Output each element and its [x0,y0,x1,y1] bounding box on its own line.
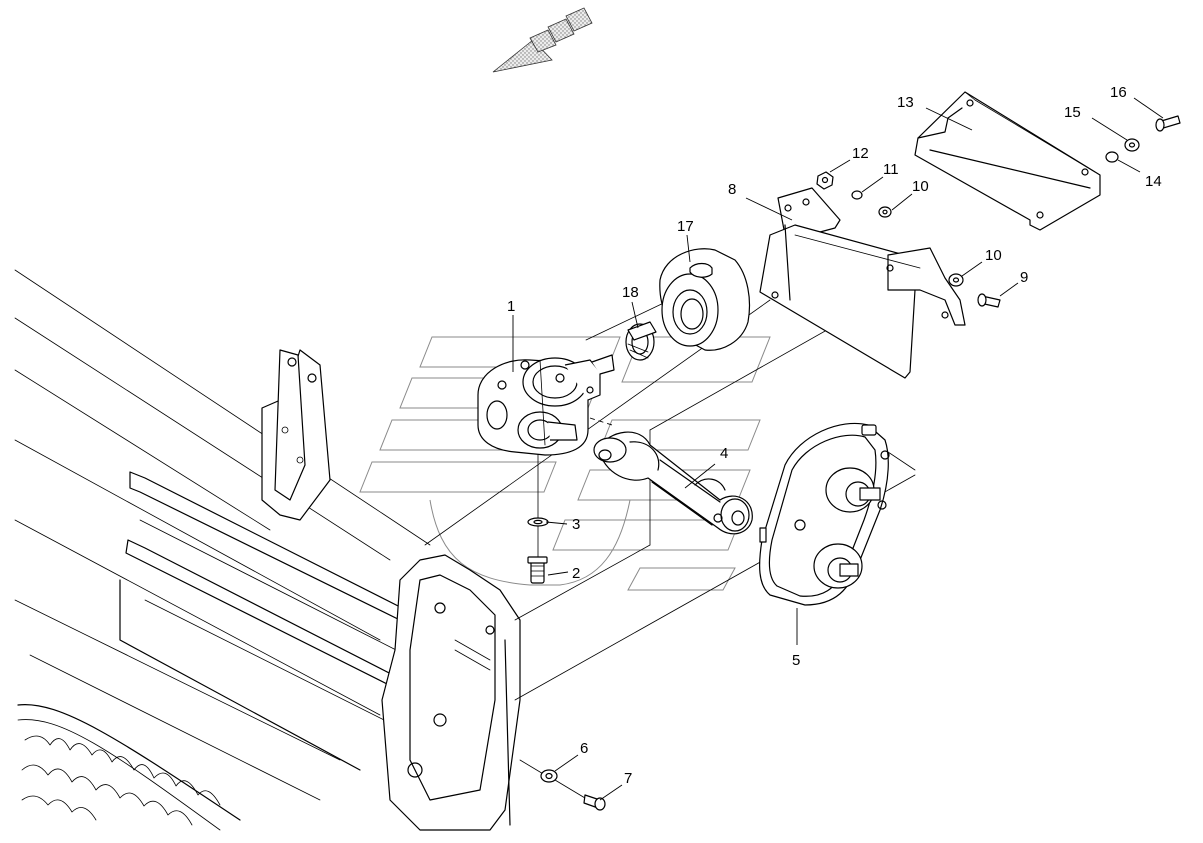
callout-2: 2 [572,565,580,582]
callout-13: 13 [897,94,914,111]
part-2-bolt [527,556,548,584]
callout-4: 4 [720,445,728,462]
machine-frame [14,269,521,831]
part-7-bolt [583,794,606,811]
part-15-washer [1124,138,1140,152]
part-12-nut [816,171,834,190]
part-9-bolt [977,293,1001,308]
part-17-bearing-housing [659,248,751,351]
callout-9: 9 [1020,269,1028,286]
part-8-mounting-bracket [759,187,966,379]
part-18-hose-clamp [625,321,657,361]
callout-7: 7 [624,770,632,787]
part-10-washer-lower [948,273,964,287]
part-1-angle-gearbox [477,354,615,456]
part-4-drive-shaft [593,431,753,535]
leader-lines [512,97,1164,801]
callout-14: 14 [1145,173,1162,190]
callout-17: 17 [677,218,694,235]
callout-labels: 1 2 3 4 5 6 7 8 9 10 10 11 12 13 14 15 1… [507,84,1162,787]
callout-10-upper: 10 [912,178,929,195]
part-14-lock-washer [1105,151,1119,163]
callout-8: 8 [728,181,736,198]
callout-18: 18 [622,284,639,301]
part-13-cover-plate [914,91,1101,231]
callout-16: 16 [1110,84,1127,101]
callout-10-lower: 10 [985,247,1002,264]
callout-3: 3 [572,516,580,533]
callout-11: 11 [883,161,899,178]
callout-12: 12 [852,145,869,162]
travel-direction-arrow-icon [492,7,593,73]
callout-6: 6 [580,740,588,757]
part-10-washer-upper [878,206,892,218]
part-11-lock-washer [851,190,863,200]
part-3-washer [527,517,549,527]
part-16-bolt [1155,115,1181,132]
callout-15: 15 [1064,104,1081,121]
callout-5: 5 [792,652,800,669]
callout-1: 1 [507,298,515,315]
part-5-chain-case [759,422,890,606]
part-6-washer [540,769,558,783]
